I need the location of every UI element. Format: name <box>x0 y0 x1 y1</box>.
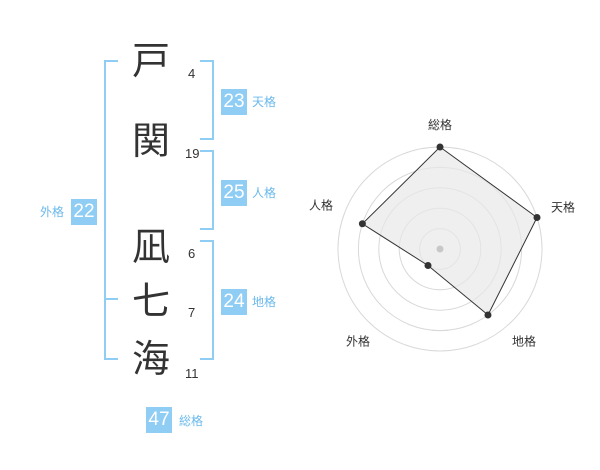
radar-polygon <box>361 146 538 316</box>
stroke-count-3: 6 <box>188 246 196 261</box>
radar-axis-label-5: 人格 <box>309 197 333 212</box>
gaikaku-bracket-mid <box>104 298 118 300</box>
tenkaku-label: 天格 <box>252 95 277 109</box>
radar-center-dot <box>436 245 444 253</box>
stroke-count-5: 11 <box>185 366 199 381</box>
stroke-count-4: 7 <box>188 305 196 320</box>
gaikaku-label: 外格 <box>40 205 65 219</box>
stroke-count-1: 4 <box>188 66 196 81</box>
radar-axis-label-1: 総格 <box>428 117 452 132</box>
gaikaku-value: 22 <box>71 199 97 225</box>
stroke-count-2: 19 <box>185 146 200 161</box>
name-char-3: 凪 <box>131 225 170 269</box>
name-char-1: 戸 <box>131 39 170 83</box>
chikaku-bracket <box>200 240 214 360</box>
name-char-4: 七 <box>131 279 170 323</box>
radar-axis-label-3: 地格 <box>512 334 536 349</box>
soukaku-value: 47 <box>146 407 172 433</box>
name-char-5: 海 <box>131 337 170 381</box>
tenkaku-value: 23 <box>221 89 247 115</box>
radar-axis-label-2: 天格 <box>551 199 575 214</box>
tenkaku-bracket <box>200 60 214 140</box>
radar-point-3 <box>484 311 492 319</box>
jinkaku-bracket <box>200 150 214 230</box>
jinkaku-label: 人格 <box>252 186 277 200</box>
radar-point-2 <box>533 213 541 221</box>
soukaku-label: 総格 <box>179 414 204 428</box>
jinkaku-value: 25 <box>221 180 247 206</box>
radar-axis-label-4: 外格 <box>346 334 370 349</box>
name-char-2: 関 <box>131 119 170 163</box>
chikaku-value: 24 <box>221 289 247 315</box>
radar-point-5 <box>358 220 366 228</box>
gaikaku-bracket <box>104 60 118 360</box>
radar-point-4 <box>424 262 432 270</box>
radar-points <box>358 143 541 319</box>
chikaku-label: 地格 <box>252 295 277 309</box>
radar-point-1 <box>436 143 444 151</box>
